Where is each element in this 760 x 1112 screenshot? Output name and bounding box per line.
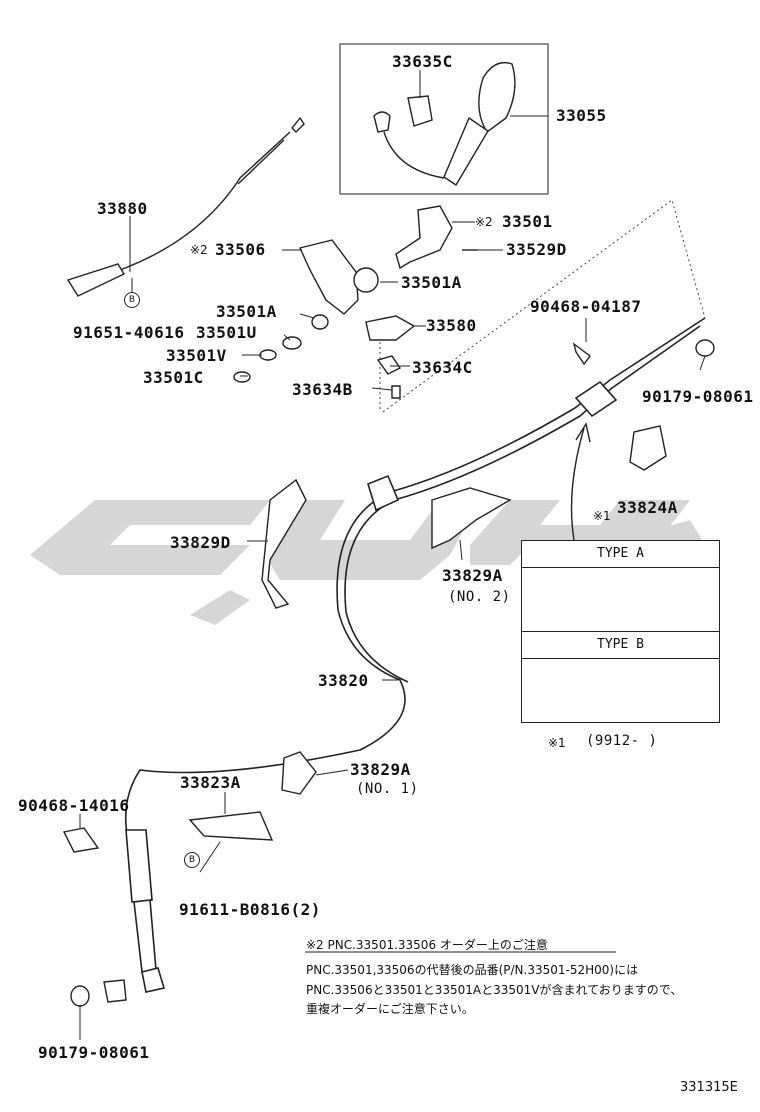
label-33824A: 33824A: [617, 498, 678, 517]
label-90179-08061: 90179-08061: [642, 387, 754, 406]
label-33529D: 33529D: [506, 240, 567, 259]
label-91611-B0816: 91611-B0816(2): [179, 900, 321, 919]
label-33635C: 33635C: [392, 52, 453, 71]
label-no1: (NO. 1): [356, 781, 419, 797]
type-box: TYPE A TYPE B: [521, 540, 720, 723]
label-33823A: 33823A: [180, 773, 241, 792]
cable-33880-drawing: [66, 116, 305, 297]
cable-33820-drawing: [124, 317, 706, 993]
label-33820: 33820: [318, 671, 369, 690]
label-33829D: 33829D: [170, 533, 231, 552]
circle-b-marker: B: [124, 292, 140, 308]
note-line-1: PNC.33501,33506の代替後の品番(P/N.33501-52H00)に…: [306, 963, 639, 977]
label-33506: 33506: [215, 240, 266, 259]
label-33634C: 33634C: [412, 358, 473, 377]
kome1-mark: ※1: [593, 509, 611, 523]
label-33055: 33055: [556, 106, 607, 125]
kome2-mark: ※2: [190, 243, 208, 257]
label-90179-08061: 90179-08061: [38, 1043, 150, 1062]
label-33501U: 33501U: [196, 323, 257, 342]
lever-assembly-drawing: [233, 205, 715, 399]
kome1-mark: ※1: [548, 736, 566, 750]
label-33580: 33580: [426, 316, 477, 335]
label-33501A: 33501A: [216, 302, 277, 321]
arrow-up-icon: [570, 422, 591, 541]
note-line-2: PNC.33506と33501と33501Aと33501Vが含まれておりますので…: [306, 983, 683, 997]
note-line-3: 重複オーダーにご注意下さい。: [306, 1002, 474, 1016]
label-33501V: 33501V: [166, 346, 227, 365]
note-heading: ※2 PNC.33501.33506 オーダー上のご注意: [306, 938, 548, 952]
date-range: (9912- ): [586, 733, 658, 749]
label-33880: 33880: [97, 199, 148, 218]
label-33634B: 33634B: [292, 380, 353, 399]
label-33829A: 33829A: [442, 566, 503, 585]
shift-knob-drawing: [373, 61, 516, 186]
figure-id: 331315E: [680, 1080, 738, 1095]
shift-lever-box: [339, 43, 549, 195]
kome2-mark: ※2: [475, 215, 493, 229]
label-33501: 33501: [502, 212, 553, 231]
callout-dashed-lines: [379, 199, 706, 413]
circle-b-marker: B: [184, 852, 200, 868]
type-b-header: TYPE B: [522, 632, 719, 659]
label-90468-14016: 90468-14016: [18, 796, 130, 815]
label-90468-04187: 90468-04187: [530, 297, 642, 316]
type-divider: [522, 631, 719, 632]
label-33829A: 33829A: [350, 760, 411, 779]
label-91651-40616: 91651-40616: [73, 323, 185, 342]
type-a-header: TYPE A: [522, 541, 719, 568]
label-33501A: 33501A: [401, 273, 462, 292]
label-33501C: 33501C: [143, 368, 204, 387]
label-no2: (NO. 2): [448, 589, 511, 605]
brackets-drawing: [62, 425, 667, 1007]
